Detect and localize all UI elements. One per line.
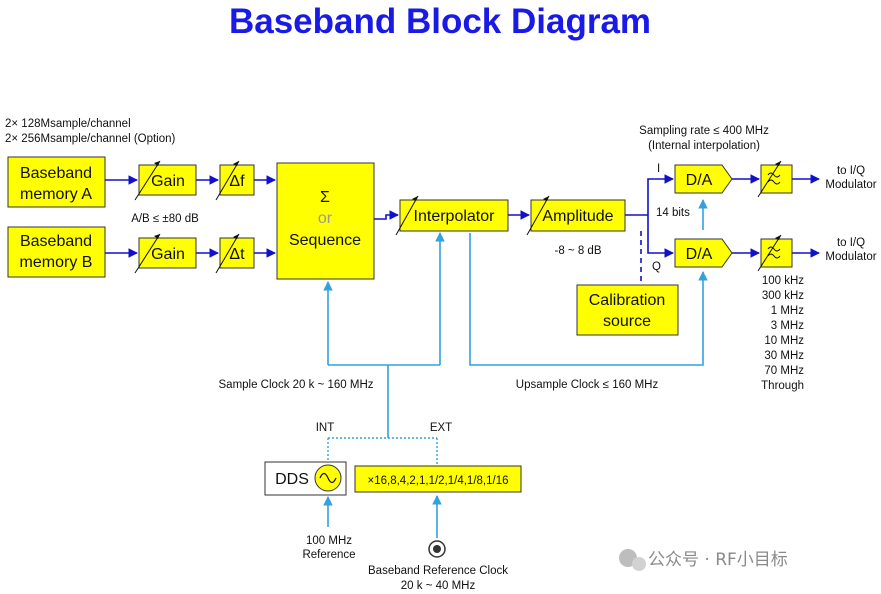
- calibration-line1: Calibration: [589, 292, 665, 309]
- calibration-source-block: Calibration source: [576, 284, 679, 336]
- to-iq-label-1: to I/Q: [837, 165, 865, 177]
- amplitude-label: Amplitude: [542, 208, 613, 225]
- variable-arrow-icon: [215, 233, 240, 274]
- or-label: or: [318, 210, 333, 227]
- variable-arrow-icon: [757, 234, 782, 272]
- dds-label: DDS: [275, 471, 309, 488]
- baseband-memory-a-block: Baseband memory A: [7, 156, 106, 208]
- sample-clock-label: Sample Clock 20 k ~ 160 MHz: [219, 379, 374, 391]
- clock-lines: [323, 199, 708, 538]
- variable-arrow-icon: [757, 160, 782, 198]
- bb-ref-clock-label: Baseband Reference Clock: [368, 565, 508, 577]
- gain-a-block: Gain: [134, 160, 197, 201]
- page-title: Baseband Block Diagram: [229, 2, 651, 41]
- clock-divider-block: ×16,8,4,2,1,1/2,1/4,1/8,1/16: [354, 465, 522, 493]
- filter-wave-icon: [767, 172, 781, 185]
- delta-f-block: Δf: [215, 160, 255, 201]
- amplitude-block: Amplitude: [526, 195, 626, 236]
- to-iq-label-2: to I/Q: [837, 237, 865, 249]
- interpolator-label: Interpolator: [414, 208, 496, 225]
- memory-b-line2: memory B: [20, 254, 93, 271]
- sample-rate-note-2: 2× 256Msample/channel (Option): [5, 133, 176, 145]
- filter-option: 1 MHz: [771, 305, 804, 317]
- variable-arrow-icon: [395, 195, 419, 236]
- q-channel-label: Q: [652, 261, 661, 273]
- delta-f-label: Δf: [229, 173, 245, 190]
- ref-clock-connector: [428, 540, 446, 558]
- ref-freq-label: 100 MHz: [306, 535, 352, 547]
- sampling-rate-note: Sampling rate ≤ 400 MHz: [639, 125, 769, 137]
- sequence-label: Sequence: [289, 232, 361, 249]
- sum-symbol: Σ: [320, 189, 330, 206]
- internal-interp-note: (Internal interpolation): [648, 140, 760, 152]
- lowpass-filter-q-block: [757, 234, 793, 272]
- modulator-label-1: Modulator: [825, 179, 876, 191]
- lowpass-filter-i-block: [757, 160, 793, 198]
- calibration-line2: source: [603, 313, 651, 330]
- variable-arrow-icon: [134, 160, 161, 201]
- ext-label: EXT: [430, 422, 452, 434]
- watermark-text: 公众号 · RF小目标: [648, 550, 788, 570]
- memory-a-line2: memory A: [20, 186, 92, 203]
- delta-t-label: Δt: [229, 246, 245, 263]
- memory-b-line1: Baseband: [20, 233, 92, 250]
- filter-option: 70 MHz: [764, 365, 804, 377]
- variable-arrow-icon: [134, 233, 161, 274]
- int-ext-switch: [327, 437, 438, 466]
- filter-wave-icon: [767, 246, 781, 259]
- filter-options-list: 100 kHz 300 kHz 1 MHz 3 MHz 10 MHz 30 MH…: [761, 275, 804, 392]
- filter-option: 30 MHz: [764, 350, 804, 362]
- upsample-clock-line: [469, 233, 708, 366]
- ref-label: Reference: [302, 549, 355, 561]
- gain-b-label: Gain: [151, 246, 185, 263]
- sample-rate-note-1: 2× 128Msample/channel: [5, 118, 131, 130]
- baseband-memory-b-block: Baseband memory B: [7, 226, 106, 278]
- bits-label: 14 bits: [656, 207, 690, 219]
- sum-sequence-block: Σ or Sequence: [276, 162, 375, 280]
- amp-range-note: -8 ~ 8 dB: [555, 245, 602, 257]
- gain-a-label: Gain: [151, 173, 185, 190]
- interpolator-block: Interpolator: [395, 195, 509, 236]
- da-converter-q-block: D/A: [674, 238, 733, 268]
- ab-range-note: A/B ≤ ±80 dB: [131, 213, 199, 225]
- filter-option: 3 MHz: [771, 320, 804, 332]
- da-converter-i-block: D/A: [674, 164, 733, 194]
- dds-block: DDS: [264, 461, 347, 496]
- filter-option: 10 MHz: [764, 335, 804, 347]
- da-i-label: D/A: [686, 172, 713, 189]
- gain-b-block: Gain: [134, 233, 197, 274]
- variable-arrow-icon: [526, 195, 550, 236]
- signal-lines: [105, 174, 820, 258]
- filter-option: 300 kHz: [762, 290, 804, 302]
- filter-option: 100 kHz: [762, 275, 804, 287]
- da-q-label: D/A: [686, 246, 713, 263]
- int-label: INT: [316, 422, 335, 434]
- delta-t-block: Δt: [215, 233, 255, 274]
- memory-a-line1: Baseband: [20, 165, 92, 182]
- watermark: 公众号 · RF小目标: [619, 549, 788, 571]
- modulator-label-2: Modulator: [825, 251, 876, 263]
- bb-ref-range-label: 20 k ~ 40 MHz: [401, 580, 476, 592]
- sine-wave-icon: [319, 472, 337, 484]
- filter-option: Through: [761, 380, 804, 392]
- divider-ratios: ×16,8,4,2,1,1/2,1/4,1/8,1/16: [368, 475, 509, 487]
- i-channel-label: I: [657, 163, 660, 175]
- variable-arrow-icon: [215, 160, 240, 201]
- upsample-clock-label: Upsample Clock ≤ 160 MHz: [516, 379, 659, 391]
